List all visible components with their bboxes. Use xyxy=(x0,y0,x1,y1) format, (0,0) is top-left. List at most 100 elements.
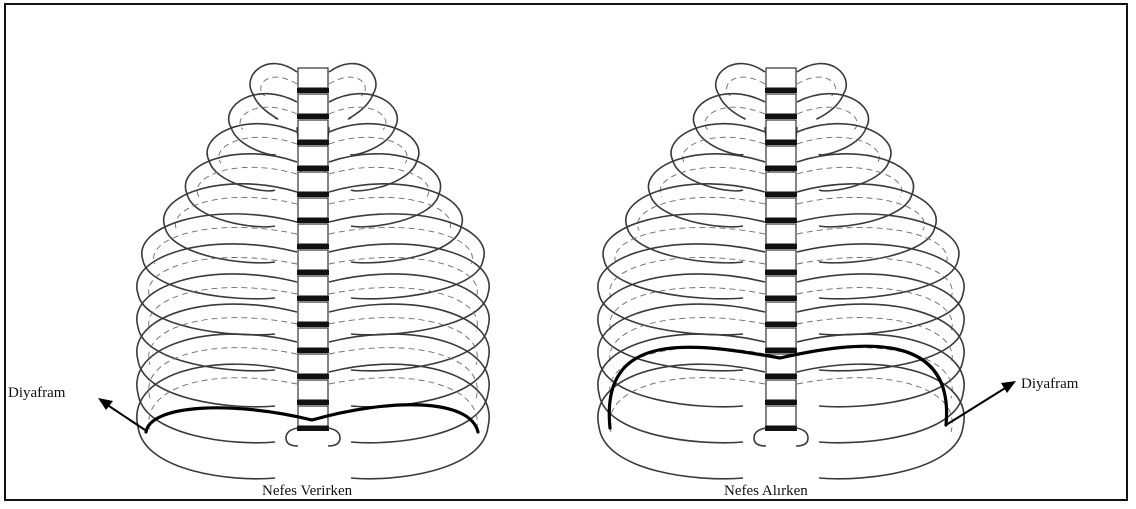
vertebral-disc xyxy=(297,400,329,405)
vertebra xyxy=(766,120,796,140)
vertebral-disc xyxy=(765,296,797,301)
vertebra xyxy=(766,172,796,192)
rib-inner xyxy=(329,288,477,332)
ribcage-inhale xyxy=(598,64,964,479)
vertebra xyxy=(298,172,328,192)
vertebra xyxy=(766,250,796,270)
vertebral-disc xyxy=(297,88,329,93)
rib xyxy=(716,64,765,119)
arrow-inhale xyxy=(946,381,1016,425)
vertebra xyxy=(766,94,796,114)
rib-inner xyxy=(797,348,952,399)
vertebra xyxy=(298,276,328,296)
rib-inner xyxy=(329,167,429,196)
rib xyxy=(797,64,846,119)
vertebral-disc xyxy=(765,374,797,379)
diaphragm-label-inhale: Diyafram xyxy=(1021,376,1078,393)
vertebral-disc xyxy=(297,244,329,249)
rib-inner xyxy=(797,167,902,196)
vertebra-process xyxy=(286,428,298,446)
vertebral-disc xyxy=(297,374,329,379)
vertebra xyxy=(298,302,328,322)
rib xyxy=(137,364,297,479)
rib-inner xyxy=(797,288,952,332)
vertebra xyxy=(766,406,796,426)
vertebral-disc xyxy=(297,114,329,119)
vertebra xyxy=(766,380,796,400)
rib xyxy=(626,184,765,263)
rib-inner xyxy=(610,348,765,399)
rib-inner xyxy=(240,107,297,129)
rib-inner xyxy=(660,167,765,196)
vertebral-disc xyxy=(297,322,329,327)
rib xyxy=(598,364,765,479)
vertebra-process xyxy=(796,428,808,446)
rib-inner xyxy=(797,107,857,129)
rib xyxy=(137,304,297,407)
vertebral-disc xyxy=(297,192,329,197)
vertebral-disc xyxy=(765,114,797,119)
vertebra xyxy=(766,328,796,348)
rib xyxy=(329,184,462,263)
vertebral-disc xyxy=(297,270,329,275)
vertebra-process xyxy=(328,428,340,446)
caption-exhale: Nefes Verirken xyxy=(262,483,352,500)
vertebra xyxy=(766,146,796,166)
vertebral-disc xyxy=(765,140,797,145)
vertebra xyxy=(298,354,328,374)
vertebra xyxy=(766,302,796,322)
vertebral-disc xyxy=(297,166,329,171)
rib-inner xyxy=(705,107,765,129)
vertebral-disc xyxy=(765,88,797,93)
rib xyxy=(250,64,297,119)
caption-inhale: Nefes Alırken xyxy=(724,483,808,500)
vertebral-disc xyxy=(297,296,329,301)
vertebral-disc xyxy=(765,166,797,171)
vertebra xyxy=(298,328,328,348)
rib-inner xyxy=(154,227,297,264)
rib xyxy=(329,364,489,479)
rib xyxy=(329,64,376,119)
rib-inner xyxy=(615,227,765,264)
rib-inner xyxy=(797,227,947,264)
vertebral-disc xyxy=(765,348,797,353)
diaphragm-label-exhale: Diyafram xyxy=(8,385,65,402)
rib-inner xyxy=(329,227,472,264)
vertebra xyxy=(766,198,796,218)
rib xyxy=(329,304,489,407)
vertebra xyxy=(298,224,328,244)
rib-inner xyxy=(610,288,765,332)
vertebra xyxy=(298,68,328,88)
vertebra xyxy=(766,224,796,244)
rib xyxy=(797,304,964,407)
vertebral-disc xyxy=(765,192,797,197)
rib-inner xyxy=(197,167,297,196)
vertebra xyxy=(298,146,328,166)
rib xyxy=(164,184,297,263)
vertebra xyxy=(298,380,328,400)
vertebral-disc xyxy=(297,426,329,431)
vertebra xyxy=(298,198,328,218)
vertebra xyxy=(298,94,328,114)
rib-inner xyxy=(329,348,477,399)
vertebra xyxy=(298,120,328,140)
vertebral-disc xyxy=(297,218,329,223)
rib xyxy=(598,304,765,407)
vertebral-disc xyxy=(765,400,797,405)
vertebral-disc xyxy=(765,426,797,431)
rib-inner xyxy=(329,107,386,129)
vertebral-disc xyxy=(297,348,329,353)
rib xyxy=(797,184,936,263)
vertebra-process xyxy=(754,428,766,446)
ribcage-exhale xyxy=(137,64,489,479)
vertebral-disc xyxy=(297,140,329,145)
vertebra xyxy=(766,276,796,296)
vertebral-disc xyxy=(765,322,797,327)
vertebral-disc xyxy=(765,270,797,275)
vertebra xyxy=(298,250,328,270)
vertebral-disc xyxy=(765,218,797,223)
rib-inner xyxy=(149,348,297,399)
vertebral-disc xyxy=(765,244,797,249)
rib-inner xyxy=(149,288,297,332)
